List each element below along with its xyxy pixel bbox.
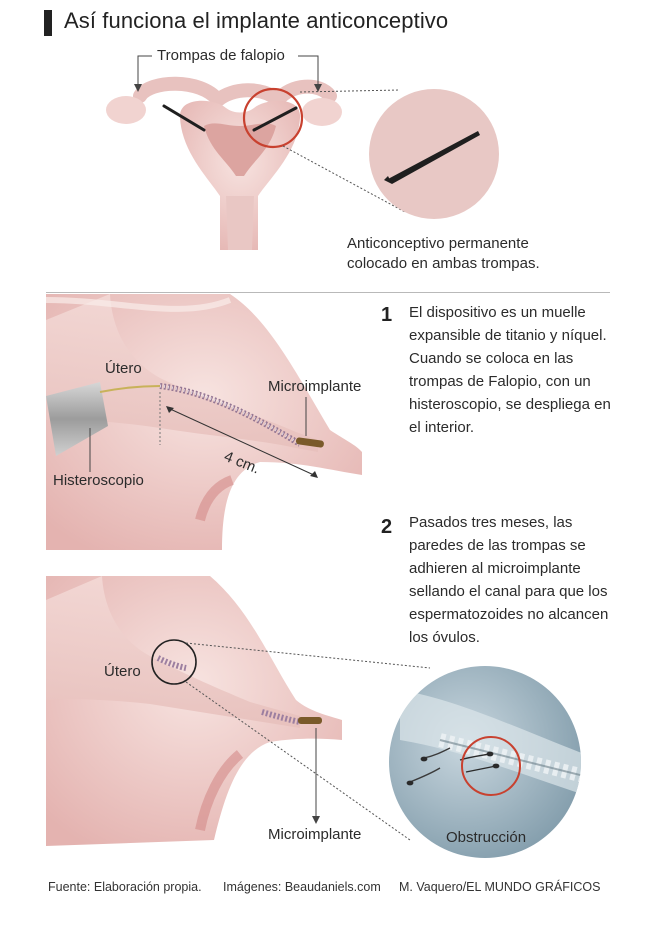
zoom-guide-panel2-bottom	[185, 681, 411, 841]
arrow-down-icon	[312, 816, 320, 824]
panel-2-illustration	[46, 576, 342, 846]
page-title: Así funciona el implante anticonceptivo	[64, 8, 449, 33]
footer-images: Imágenes: Beaudaniels.com	[223, 880, 381, 894]
panel2-label-uterus: Útero	[104, 663, 141, 680]
top-caption-line1: Anticonceptivo permanente	[347, 235, 529, 252]
step-1-number: 1	[381, 304, 393, 326]
zoom-circle-obstruction	[389, 666, 581, 858]
step-2-number: 2	[381, 516, 393, 538]
zoom-circle-top	[369, 89, 499, 219]
zoom-guide-top	[299, 89, 401, 93]
panel1-label-uterus: Útero	[105, 360, 142, 377]
highlight-circle-top	[242, 87, 304, 149]
panel1-label-implant: Microimplante	[268, 378, 362, 395]
zoom-guide-bottom	[282, 145, 406, 213]
top-caption: Anticonceptivo permanente colocado en am…	[347, 234, 540, 274]
highlight-circle-panel2	[151, 639, 197, 685]
footer-credit: M. Vaquero/EL MUNDO GRÁFICOS	[399, 880, 601, 894]
panel-1-illustration	[46, 294, 366, 550]
tubes-label-line-left	[137, 55, 152, 86]
panel1-label-hysteroscope: Histeroscopio	[53, 472, 144, 489]
zoom-guide-panel2-top	[185, 642, 431, 669]
step-2-text: Pasados tres meses, las paredes de las t…	[409, 514, 609, 646]
step-1-text: El dispositivo es un muelle expansible d…	[409, 304, 611, 436]
panel2-label-implant: Microimplante	[268, 826, 362, 843]
label-fallopian-tubes: Trompas de falopio	[157, 47, 285, 64]
arrow-left-icon	[134, 84, 142, 92]
measure-arrow-left-icon	[166, 406, 174, 413]
tubes-label-line-right	[298, 55, 319, 86]
arrow-right-icon	[314, 84, 322, 92]
section-divider	[46, 292, 610, 293]
footer-source: Fuente: Elaboración propia.	[48, 880, 202, 894]
measure-arrow-right-icon	[310, 471, 318, 478]
panel2-label-obstruction: Obstrucción	[446, 829, 527, 846]
uterus-front-diagram	[106, 76, 342, 250]
title-bar-marker	[44, 10, 52, 36]
top-caption-line2: colocado en ambas trompas.	[347, 255, 540, 272]
